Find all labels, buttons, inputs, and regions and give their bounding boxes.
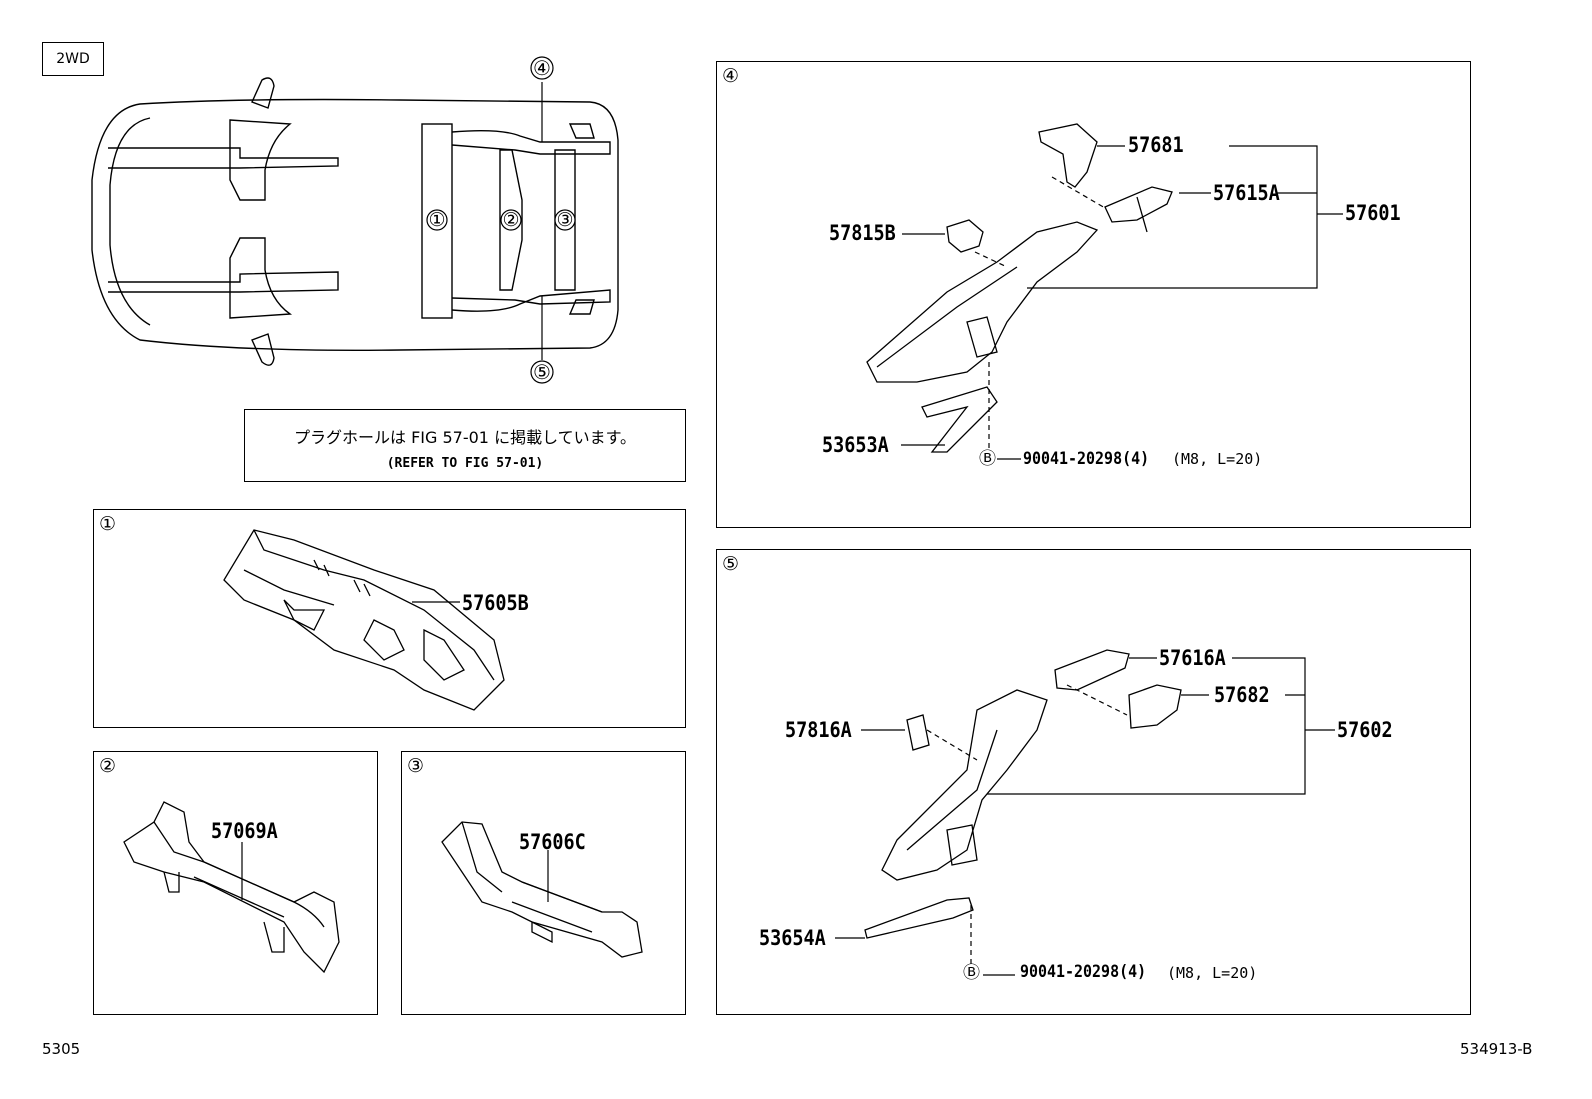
part-57601: 57601 — [1345, 201, 1401, 225]
bolt-spec-5: (M8, L=20) — [1167, 964, 1258, 982]
panel-4: ④ 57 — [716, 61, 1471, 528]
panel-3: ③ 57606C — [401, 751, 686, 1015]
crossmember-3-drawing — [441, 821, 643, 958]
overview-callout-4: ④ — [533, 56, 551, 80]
part-57606C: 57606C — [519, 830, 586, 854]
overview-callout-5: ⑤ — [533, 360, 551, 384]
bolt-ref-b-4: Ⓑ — [979, 449, 996, 469]
part-57682: 57682 — [1214, 683, 1270, 707]
panel-2-tag: ② — [99, 755, 117, 777]
drive-type-tag: 2WD — [42, 42, 104, 76]
panel-5: ⑤ 57616A — [716, 549, 1471, 1015]
overview-callout-1: ① — [428, 209, 446, 231]
refer-note-line1: プラグホールは FIG 57-01 に掲載しています。 — [294, 428, 636, 447]
panel-4-tag: ④ — [722, 65, 740, 87]
overview-callout-3: ③ — [556, 209, 574, 231]
bolt-part-4: 90041-20298(4) — [1023, 449, 1150, 469]
crossmember-2-drawing — [123, 801, 340, 974]
part-57069A: 57069A — [211, 819, 278, 843]
part-57681: 57681 — [1128, 133, 1184, 157]
refer-note-line2: (REFER TO FIG 57-01) — [386, 456, 544, 471]
panel-2: ② 57069A — [93, 751, 378, 1015]
bolt-ref-b-5: Ⓑ — [963, 963, 980, 983]
refer-note-box: プラグホールは FIG 57-01 に掲載しています。 (REFER TO FI… — [244, 409, 686, 482]
part-57605B: 57605B — [462, 591, 529, 615]
drive-type-label: 2WD — [56, 51, 90, 67]
part-57816A: 57816A — [785, 718, 852, 742]
part-53654A: 53654A — [759, 926, 826, 950]
footer-figure-code: 534913-B — [1460, 1040, 1533, 1058]
rear-rail-lh-drawing — [866, 123, 1343, 460]
panel-1-tag: ① — [99, 513, 117, 535]
floor-panel-drawing — [223, 529, 505, 711]
panel-3-tag: ③ — [407, 755, 425, 777]
part-57602: 57602 — [1337, 718, 1393, 742]
bolt-part-5: 90041-20298(4) — [1020, 962, 1147, 982]
part-57815B: 57815B — [829, 221, 896, 245]
footer-page-code: 5305 — [42, 1040, 81, 1058]
panel-5-tag: ⑤ — [722, 553, 740, 575]
part-53653A: 53653A — [822, 433, 889, 457]
rear-rail-rh-drawing — [835, 649, 1335, 976]
part-57616A: 57616A — [1159, 646, 1226, 670]
overview-callout-2: ② — [502, 209, 520, 231]
part-57615A: 57615A — [1213, 181, 1280, 205]
panel-1: ① 57605B — [93, 509, 686, 728]
bolt-spec-4: (M8, L=20) — [1172, 450, 1263, 468]
